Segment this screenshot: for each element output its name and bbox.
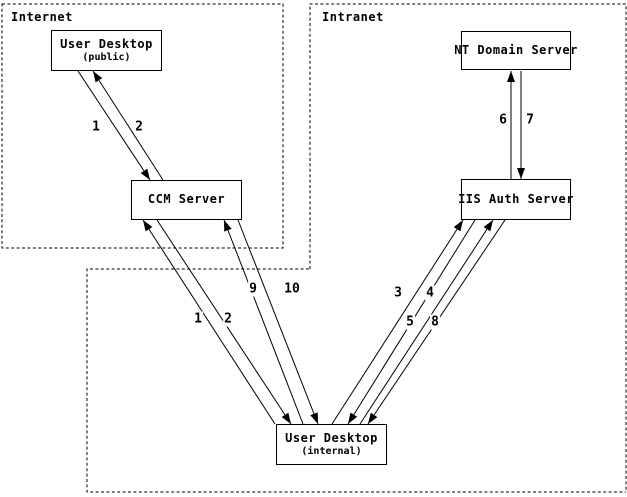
node-title: NT Domain Server xyxy=(454,42,578,57)
internal-region-border xyxy=(86,268,626,493)
internet-region-label: Internet xyxy=(11,10,73,24)
internet-region-border xyxy=(1,3,284,249)
node-iis-auth-server: IIS Auth Server xyxy=(458,179,574,220)
node-subtitle: (internal) xyxy=(301,445,362,457)
node-title: User Desktop xyxy=(285,431,378,446)
node-title: User Desktop xyxy=(60,37,153,52)
node-user-desktop-internal: User Desktop (internal) xyxy=(276,424,387,465)
flow-label-10: 10 xyxy=(283,281,301,297)
arrow-1-internal-desktop-to-ccm xyxy=(142,219,276,425)
node-title: CCM Server xyxy=(147,192,226,207)
flow-label-7: 7 xyxy=(525,112,535,128)
arrow-1-public-desktop-to-ccm xyxy=(77,70,151,181)
arrow-10-ccm-to-internal-desktop xyxy=(237,219,319,425)
node-subtitle: (public) xyxy=(82,51,131,63)
flow-label-4: 4 xyxy=(425,285,435,301)
node-user-desktop-public: User Desktop (public) xyxy=(51,30,162,71)
flow-label-1-public: 1 xyxy=(91,119,101,135)
flow-label-1-internal: 1 xyxy=(193,311,203,327)
intranet-region-label: Intranet xyxy=(322,10,384,24)
flow-label-6: 6 xyxy=(498,112,508,128)
arrow-3-internal-desktop-to-iis xyxy=(331,219,464,425)
node-title: IIS Auth Server xyxy=(458,191,574,206)
arrow-2-ccm-to-public-desktop xyxy=(92,70,164,181)
flow-label-8: 8 xyxy=(430,314,440,330)
flow-label-2-internal: 2 xyxy=(223,311,233,327)
node-ccm-server: CCM Server xyxy=(131,180,242,220)
flow-label-9: 9 xyxy=(248,281,258,297)
arrow-5-internal-desktop-to-iis xyxy=(359,219,494,425)
intranet-region-border xyxy=(309,3,627,492)
arrow-9-internal-desktop-to-ccm xyxy=(223,219,304,425)
flow-label-2-public: 2 xyxy=(134,119,144,135)
node-nt-domain-server: NT Domain Server xyxy=(454,31,577,70)
flow-label-5: 5 xyxy=(405,314,415,330)
flow-label-3: 3 xyxy=(393,285,403,301)
